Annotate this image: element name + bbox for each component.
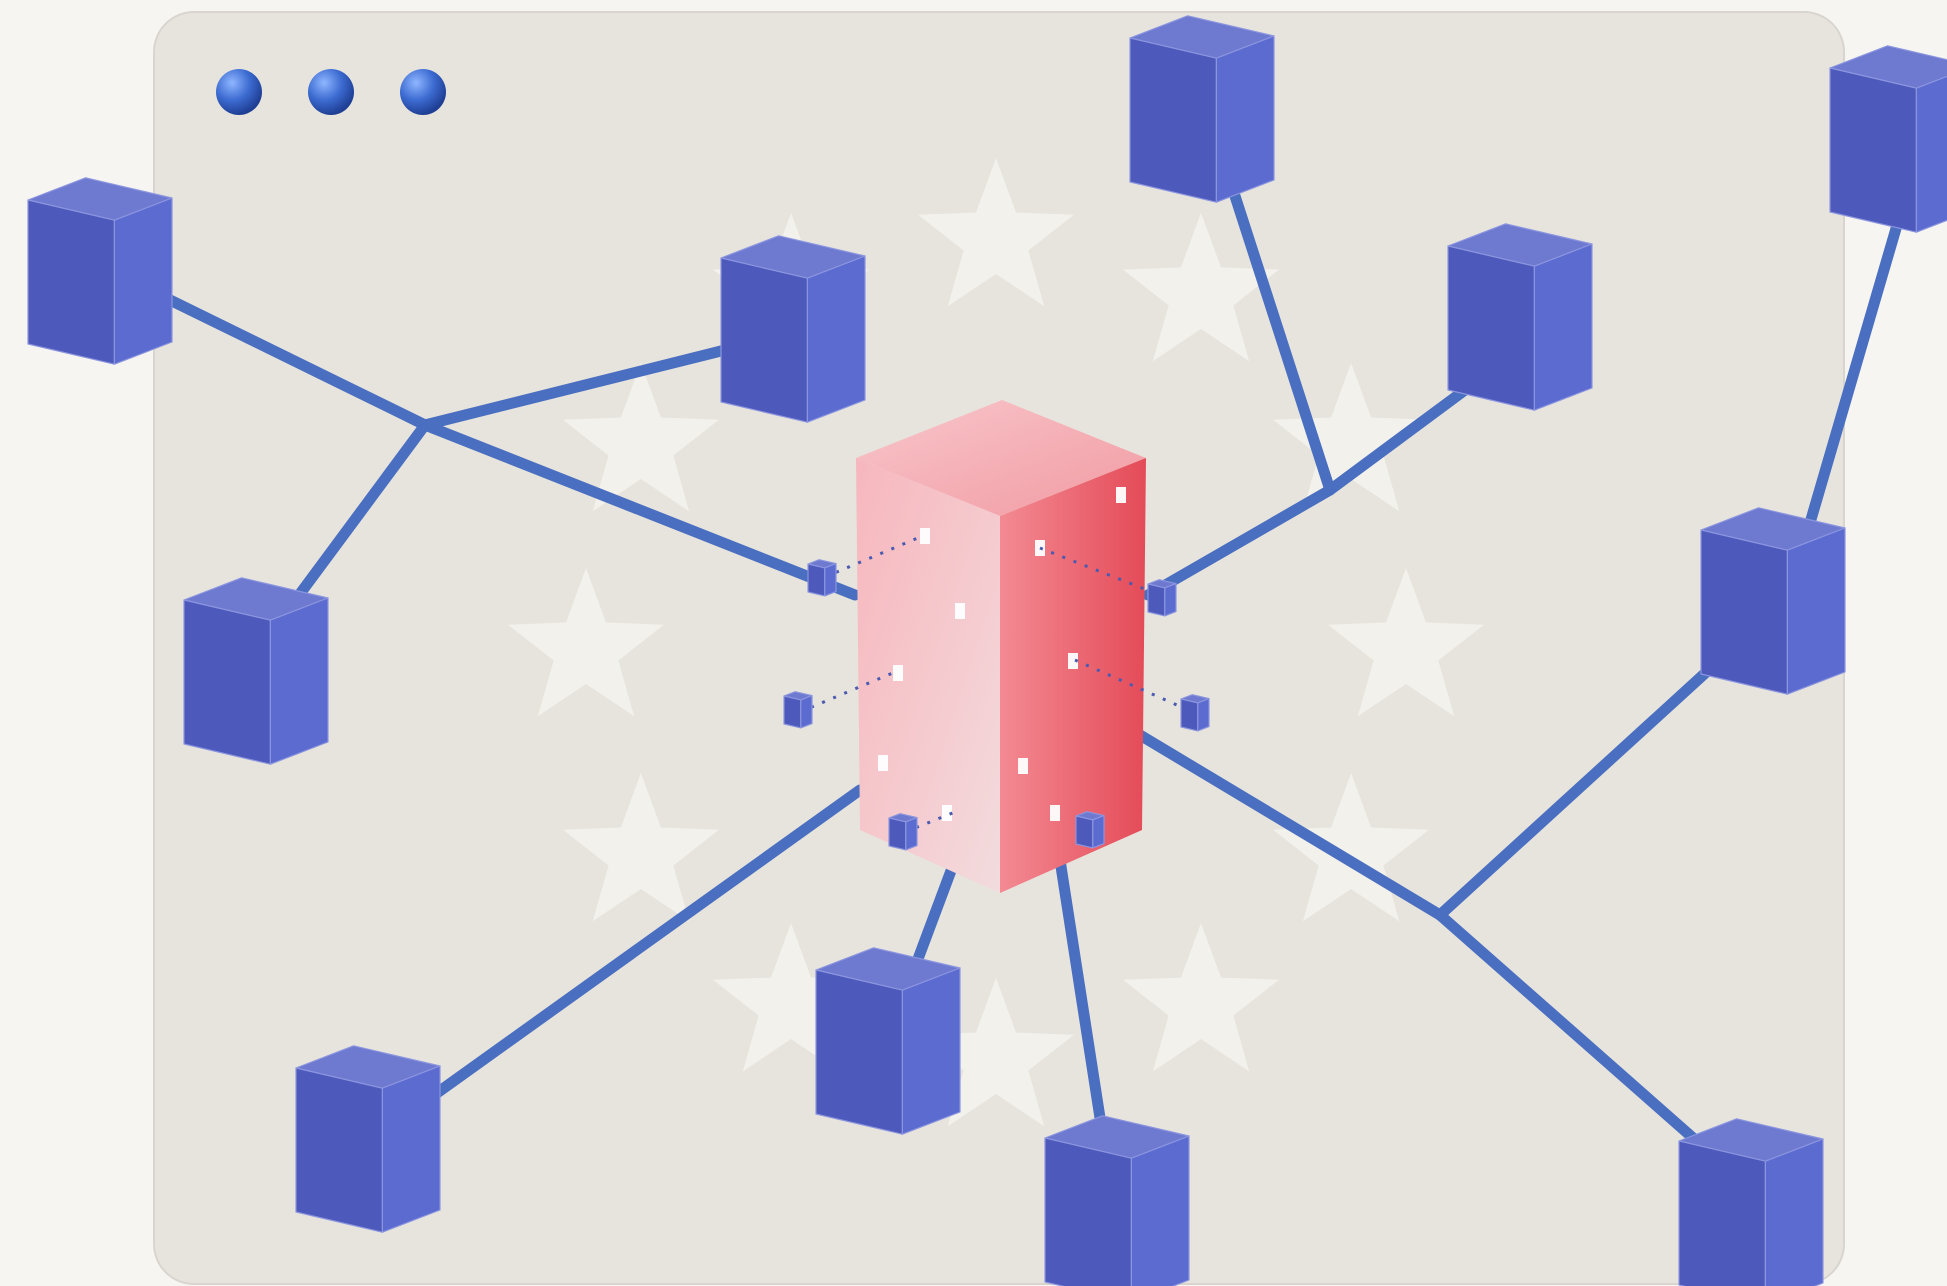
star-icon: [713, 923, 869, 1072]
cube-icon: [1075, 811, 1105, 849]
star-icon: [918, 158, 1074, 307]
cube-icon: [783, 691, 813, 729]
cube-icon: [815, 947, 961, 1135]
cube-icon: [888, 813, 918, 851]
server-tower-icon: [799, 400, 1196, 893]
network-nodes: [27, 15, 1947, 1286]
cube-icon: [27, 177, 173, 365]
star-icon: [1273, 363, 1430, 512]
cube-icon: [183, 577, 329, 765]
window-controls: [216, 69, 446, 115]
star-icon: [508, 568, 664, 717]
star-icon: [1273, 773, 1430, 922]
cube-icon: [1829, 45, 1947, 233]
star-icon: [1123, 212, 1279, 362]
cube-icon: [1447, 223, 1593, 411]
cube-icon: [807, 559, 837, 597]
star-icon: [918, 978, 1074, 1127]
small-network-nodes: [783, 559, 1210, 851]
star-icon: [1328, 568, 1484, 717]
cube-icon: [1044, 1115, 1190, 1286]
cube-icon: [295, 1045, 441, 1233]
cube-icon: [720, 235, 866, 423]
circle-dot-icon[interactable]: [216, 69, 262, 115]
cube-icon: [1700, 507, 1846, 695]
circle-dot-icon[interactable]: [308, 69, 354, 115]
cube-icon: [1129, 15, 1275, 203]
star-icon: [562, 773, 719, 922]
cube-icon: [1180, 694, 1210, 732]
tower-dotted-links: [799, 535, 1196, 834]
circle-dot-icon[interactable]: [400, 69, 446, 115]
star-icon: [562, 363, 719, 512]
cube-icon: [1147, 579, 1177, 617]
cube-icon: [1678, 1118, 1824, 1286]
star-icon: [1123, 923, 1279, 1072]
star-circle-icon: [508, 158, 1484, 1127]
